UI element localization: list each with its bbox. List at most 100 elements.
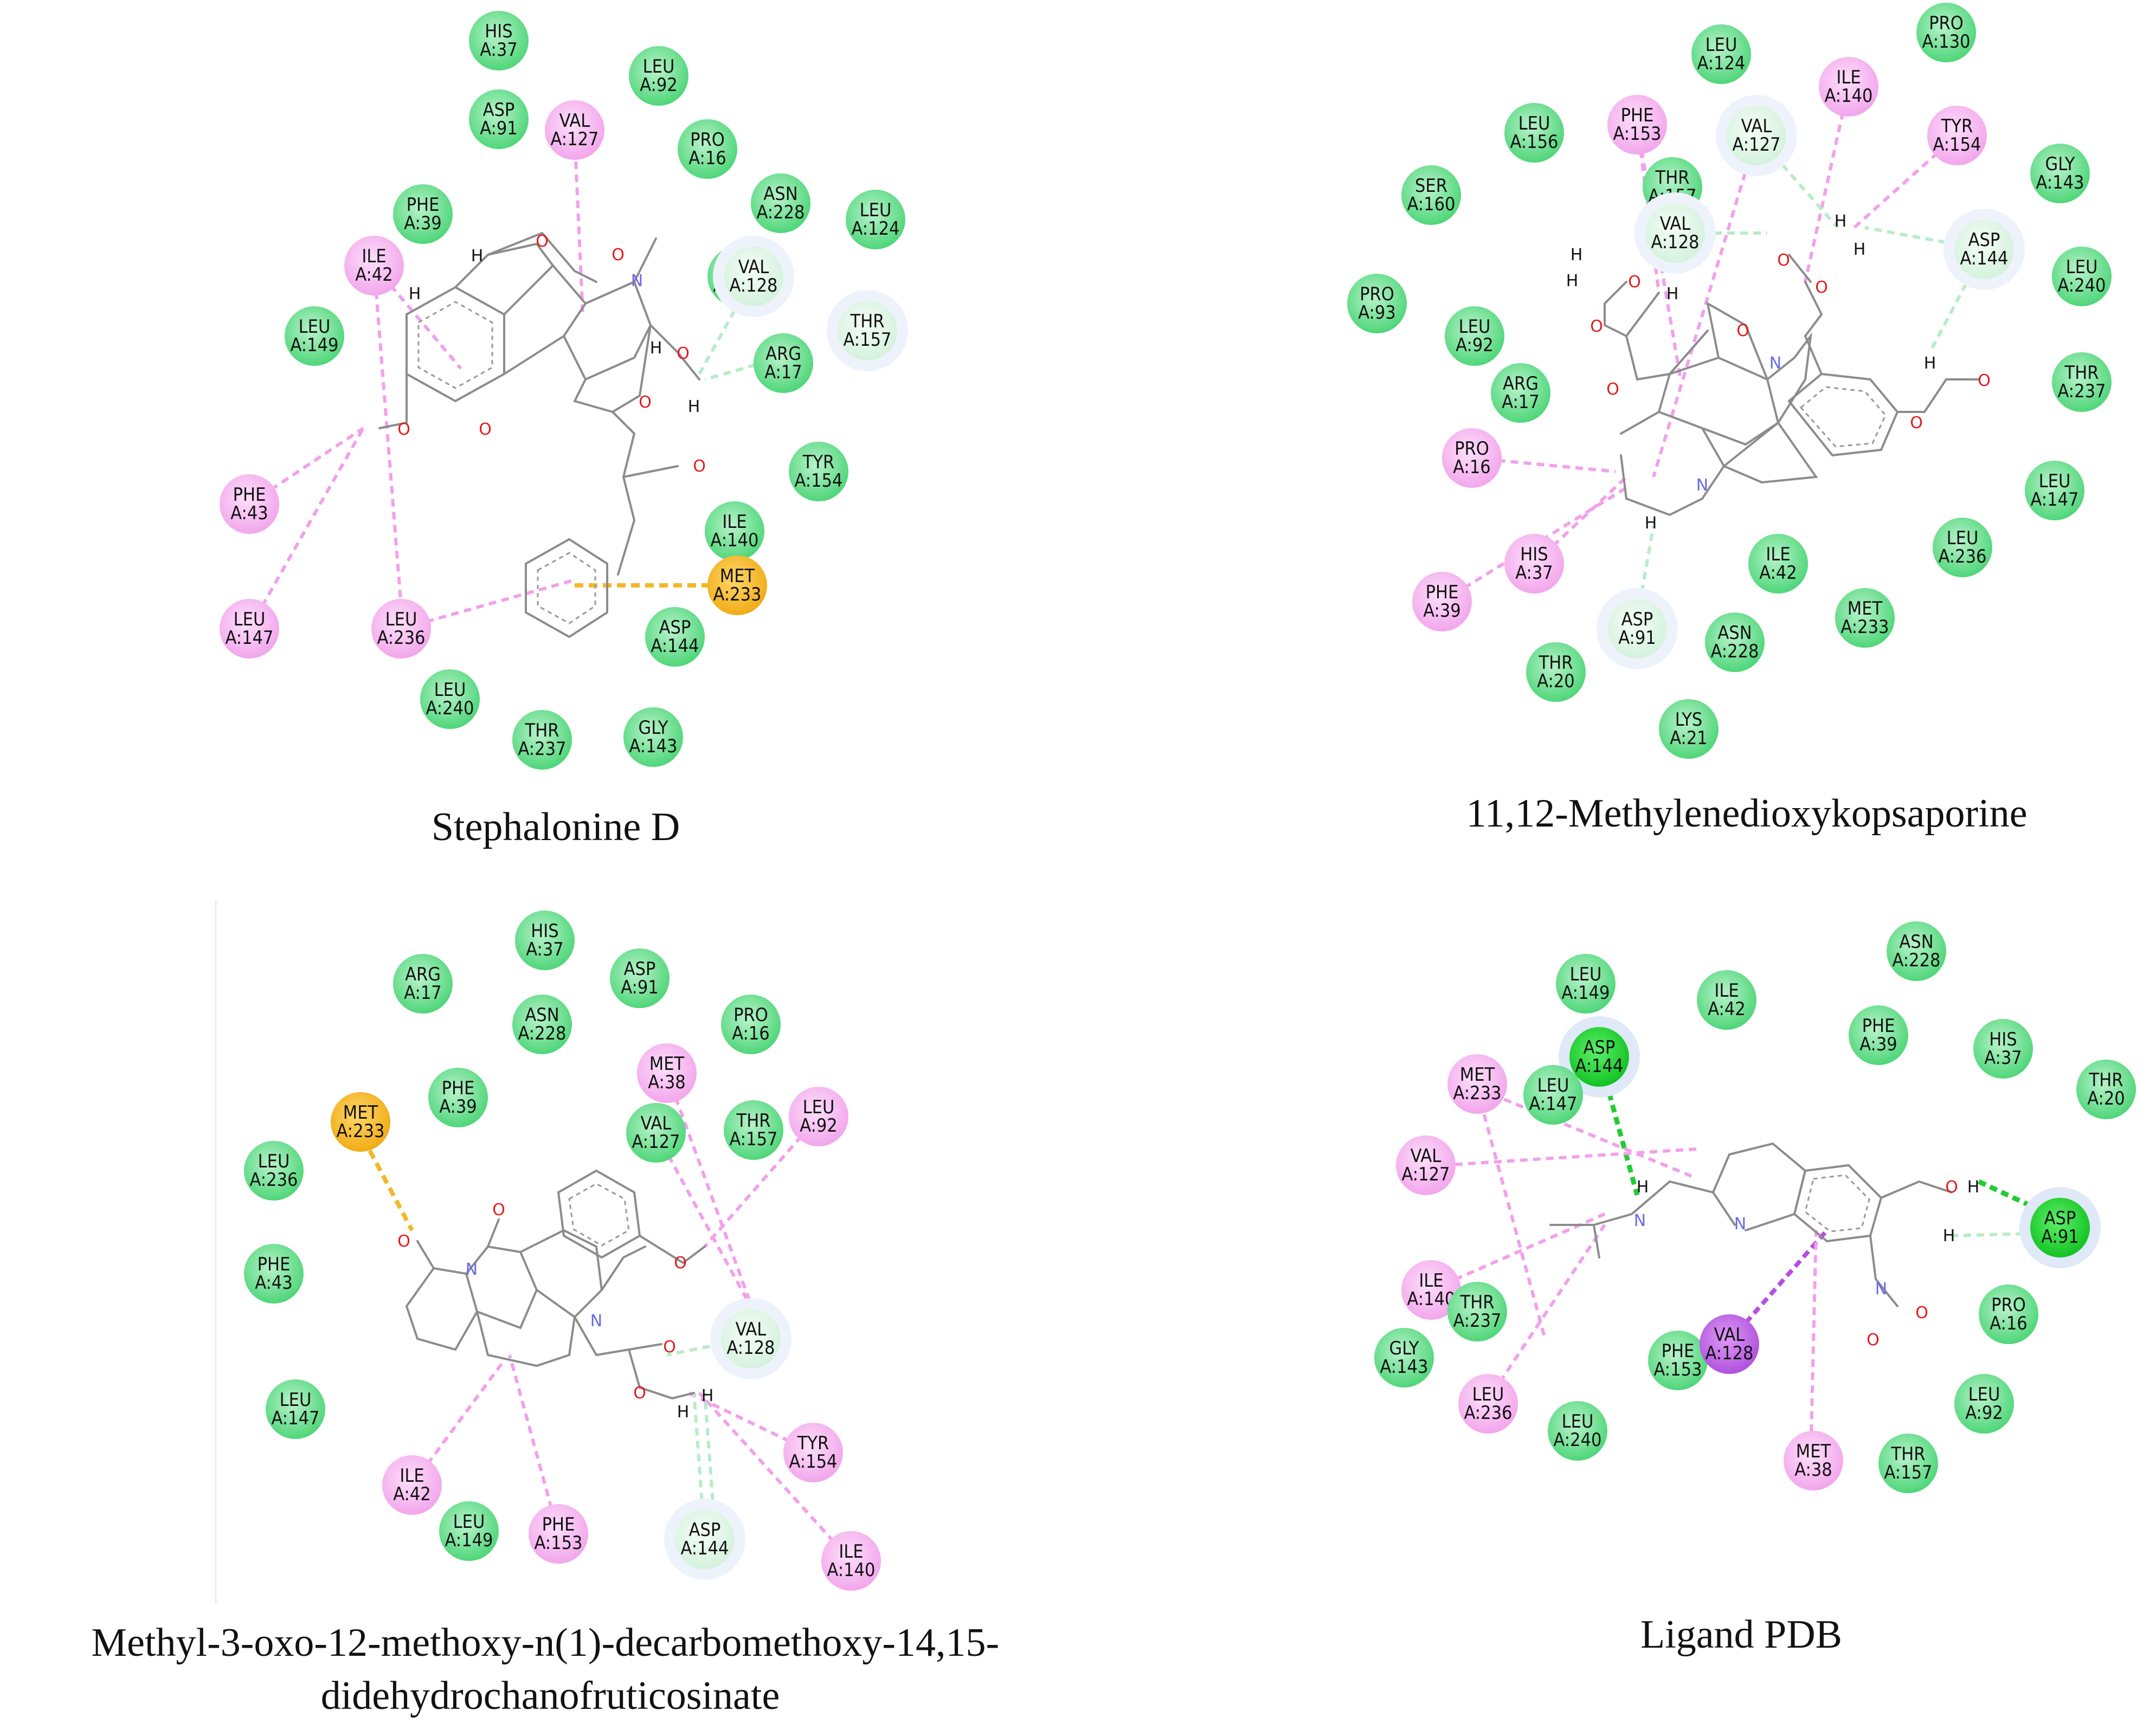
residue-chain-number: A:42 bbox=[355, 264, 393, 286]
residue-chain-number: A:16 bbox=[1990, 1313, 2028, 1334]
residue-disc bbox=[1979, 1285, 2038, 1344]
residue-chain-number: A:233 bbox=[713, 584, 761, 605]
residue-chain-number: A:91 bbox=[480, 118, 518, 139]
residue-name: VAL bbox=[1741, 115, 1772, 137]
panel-chanofruticosinate: O O N N O O O H H HISA:37ARGA:17ASPA:91P… bbox=[91, 900, 999, 1718]
hydrogen-atom: H bbox=[1967, 1178, 1980, 1197]
residue-chain-number: A:93 bbox=[1358, 302, 1396, 324]
residue-disc bbox=[1697, 970, 1756, 1030]
residue-chain-number: A:92 bbox=[800, 1115, 838, 1137]
residue-disc bbox=[721, 995, 781, 1054]
residue-disc bbox=[1973, 1019, 2033, 1079]
residue-chain-number: A:42 bbox=[393, 1483, 431, 1505]
residue-chain-number: A:157 bbox=[843, 329, 891, 351]
residue-chain-number: A:16 bbox=[1453, 456, 1491, 478]
residue-name: HIS bbox=[485, 21, 512, 42]
residue-name: LEU bbox=[1968, 1384, 2000, 1405]
residue-name: ASN bbox=[763, 183, 797, 205]
residue-chain-number: A:236 bbox=[1464, 1402, 1512, 1424]
residue-chain-number: A:240 bbox=[2057, 275, 2106, 296]
hydrogen-atom: H bbox=[1943, 1227, 1955, 1245]
residue-chain-number: A:144 bbox=[651, 635, 699, 657]
residue-name: LYS bbox=[1675, 709, 1703, 731]
residue-chain-number: A:154 bbox=[1933, 134, 1981, 156]
residue-chain-number: A:228 bbox=[518, 1023, 566, 1044]
oxygen-atom: O bbox=[693, 457, 706, 476]
residue-chain-number: A:128 bbox=[1705, 1343, 1753, 1364]
residue-disc bbox=[2030, 144, 2090, 203]
residue-chain-number: A:39 bbox=[404, 212, 442, 234]
residue-disc bbox=[1784, 1431, 1843, 1490]
residue-disc bbox=[846, 190, 905, 249]
residue-name: ASP bbox=[1968, 229, 2000, 251]
residue-disc bbox=[1835, 588, 1895, 648]
residue-disc bbox=[610, 948, 670, 1008]
residue-name: THR bbox=[525, 720, 559, 741]
residue-chain-number: A:147 bbox=[2030, 489, 2078, 511]
residue-disc bbox=[1887, 921, 1946, 981]
oxygen-atom: O bbox=[1628, 273, 1641, 292]
residue-name: PHE bbox=[442, 1077, 475, 1099]
residue-chain-number: A:237 bbox=[518, 738, 566, 760]
residue-name: ASP bbox=[1584, 1037, 1616, 1059]
residue-disc bbox=[721, 1309, 781, 1369]
residue-chain-number: A:37 bbox=[480, 39, 518, 61]
residue-name: ILE bbox=[1766, 544, 1790, 565]
hydrogen-atom: H bbox=[1666, 285, 1679, 304]
residue-disc bbox=[469, 89, 529, 149]
residue-name: ILE bbox=[839, 1541, 863, 1563]
residue-disc bbox=[220, 474, 279, 534]
residue-name: PHE bbox=[1426, 582, 1459, 603]
residue-name: PRO bbox=[1455, 438, 1489, 460]
residue-name: MET bbox=[1460, 1064, 1495, 1086]
hydrogen-atom: H bbox=[677, 1403, 690, 1422]
residue-chain-number: A:43 bbox=[255, 1272, 293, 1294]
residue-disc bbox=[1748, 534, 1808, 593]
hydrogen-atom: H bbox=[1645, 514, 1657, 533]
residue-disc bbox=[428, 1068, 488, 1127]
residue-name: LEU bbox=[234, 609, 266, 630]
residue-disc bbox=[623, 707, 683, 767]
residue-disc bbox=[2076, 1060, 2136, 1119]
residue-chain-number: A:240 bbox=[1553, 1429, 1601, 1451]
hydrogen-atom: H bbox=[1853, 240, 1866, 259]
residue-chain-number: A:16 bbox=[688, 147, 726, 169]
residue-name: VAL bbox=[736, 1319, 767, 1340]
residue-name: ASP bbox=[483, 99, 515, 121]
residue-chain-number: A:92 bbox=[1965, 1402, 2003, 1424]
residue-name: ASN bbox=[525, 1004, 559, 1026]
residue-disc bbox=[1548, 1401, 1607, 1461]
oxygen-atom: O bbox=[1915, 1303, 1928, 1322]
residue-chain-number: A:128 bbox=[729, 275, 777, 296]
residue-name: ILE bbox=[1836, 67, 1861, 88]
nitrogen-atom: N bbox=[466, 1260, 478, 1279]
residue-name: LEU bbox=[385, 609, 417, 630]
hydrogen-atom: H bbox=[1637, 1178, 1649, 1197]
